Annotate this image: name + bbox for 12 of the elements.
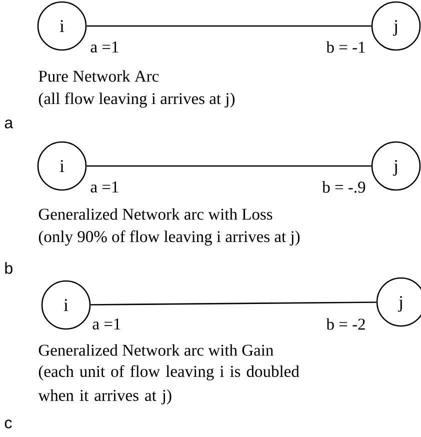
arc-line	[90, 302, 376, 306]
caption-text: (all flow leaving i arrives at j)	[38, 92, 235, 108]
panel-letter: b	[5, 262, 12, 274]
caption-text: Generalized Network arc with Loss	[38, 208, 272, 220]
panel-letter: c	[4, 420, 12, 428]
caption-text: (only 90% of flow leaving i arrives at j)	[38, 230, 300, 246]
arc-line	[86, 25, 372, 27]
caption-text: Generalized Network arc with Gain	[38, 344, 274, 356]
panel-letter: a	[4, 120, 14, 128]
arc-line	[86, 165, 372, 167]
caption-text: (each unit of flow leaving i is doubled when it arrives at j)	[38, 365, 300, 404]
caption-text: Pure Network Arc	[38, 70, 159, 82]
